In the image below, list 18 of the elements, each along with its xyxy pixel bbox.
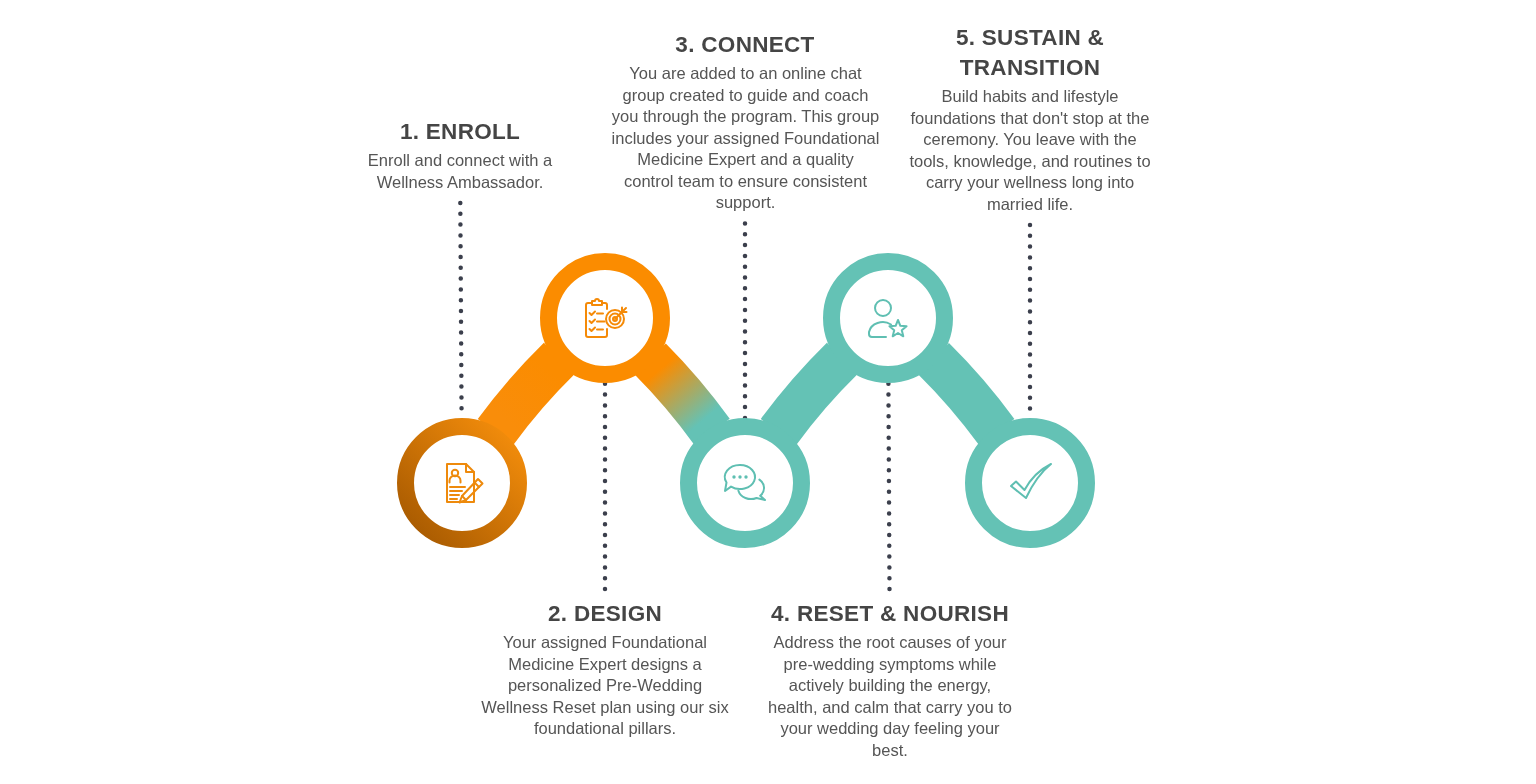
- step-heading: 5. SUSTAIN & TRANSITION: [955, 24, 1105, 82]
- ring-circle: [823, 253, 953, 383]
- leader-line: [742, 221, 748, 421]
- step-heading: 3. CONNECT: [674, 31, 816, 59]
- step-heading: 4. RESET & NOURISH: [770, 600, 1010, 628]
- leader-line: [602, 380, 608, 592]
- ring-circle: [540, 253, 670, 383]
- step-heading: 1. ENROLL: [399, 118, 521, 146]
- leader-line: [886, 380, 892, 592]
- ring-circle: [680, 418, 810, 548]
- step-description: Your assigned Foundational Medicine Expert designs a personalized Pre-Wedding Wellness Reset plan using our six foundational pillars.: [480, 632, 730, 739]
- step-description: Build habits and lifestyle foundations that don't stop at the ceremony. You leave with the tools, knowledge, and routines to carry your wellness long into married life.: [908, 86, 1152, 215]
- ring-circle: [965, 418, 1095, 548]
- ring-circle: [397, 418, 527, 548]
- step-description: Address the root causes of your pre-wedding symptoms while actively building the energy, health, and calm that carry you to your wedding day feeling your best.: [767, 632, 1013, 761]
- step-description: You are added to an online chat group created to guide and coach you through the program. This group includes your assigned Foundational Medicine Expert and a quality control team to ensure consistent support.: [611, 63, 880, 213]
- step-description: Enroll and connect with a Wellness Ambassador.: [367, 150, 553, 193]
- step-heading: 2. DESIGN: [547, 600, 663, 628]
